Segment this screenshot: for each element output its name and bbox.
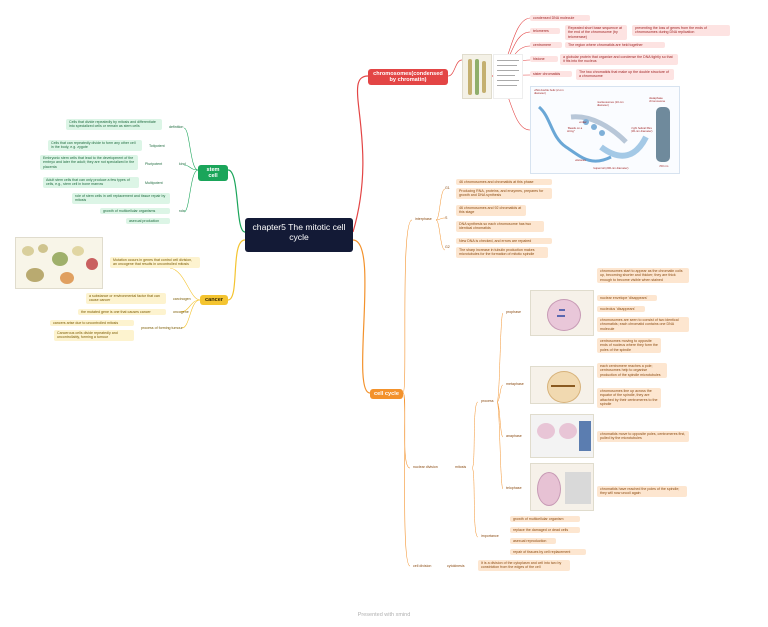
dna-label: DNA double helix (2-nm diameter)	[534, 89, 564, 96]
oncogene-text[interactable]: the mutated gene is one that causes canc…	[78, 309, 166, 316]
nucleosome-label: Nucleosomes (10-nm diameter)	[597, 101, 624, 108]
fibre-label: Tight helical fibre (30-nm diameter)	[631, 127, 653, 134]
metaphase-label[interactable]: metaphase	[506, 382, 524, 386]
multipotent-label[interactable]: Multipotent	[145, 181, 163, 185]
tumour-process-label[interactable]: process of forming tumour	[141, 326, 183, 330]
s-item[interactable]: DNA synthesis so each chromosome has two…	[456, 221, 544, 232]
telomeres-label[interactable]: telomeres	[530, 28, 560, 35]
role-item[interactable]: role of stem cells in cell replacement a…	[72, 193, 170, 204]
telomeres-function[interactable]: preventing the loss of genes from the en…	[632, 25, 730, 36]
role-item[interactable]: growth of multicellular organisms	[100, 208, 170, 215]
cytokinesis-label[interactable]: cytokinesis	[447, 564, 465, 568]
prophase-label[interactable]: prophase	[506, 310, 521, 314]
definition-label[interactable]: definition	[169, 125, 184, 129]
prophase-item[interactable]: nuclear envelope 'disappears'	[597, 295, 657, 302]
stem-cell-topic[interactable]: stem cell	[198, 165, 228, 181]
tumour-process-item[interactable]: cancers arise due to uncontrolled mitosi…	[50, 320, 134, 327]
definition-text[interactable]: Cells that divide repeatedly by mitosis …	[66, 119, 162, 130]
anaphase-label[interactable]: anaphase	[506, 434, 522, 438]
footer-credit: Presented with xmind	[357, 612, 411, 618]
centromere-label[interactable]: centromere	[530, 42, 562, 49]
importance-item[interactable]: repair of tissues by cell replacement	[510, 549, 586, 556]
oncogene-label[interactable]: oncogene	[173, 310, 189, 314]
telophase-image	[530, 463, 594, 511]
linker-label: Linker	[579, 121, 587, 124]
g1-item[interactable]: Producing RNA, proteins, and enzymes, pr…	[456, 188, 552, 199]
chromosomes-topic[interactable]: chromosomes(condensed by chromatin)	[368, 69, 448, 85]
telophase-label[interactable]: telophase	[506, 486, 522, 490]
centromere-description[interactable]: The region where chromatids are held tog…	[565, 42, 665, 49]
g2-item[interactable]: The sharp increase in tubulin production…	[456, 247, 548, 258]
carcinogen-text[interactable]: a substance or environmental factor that…	[86, 293, 166, 304]
histone-label[interactable]: histone	[530, 56, 558, 63]
role-item[interactable]: asexual production	[126, 218, 170, 225]
mutation-text[interactable]: Mutation occurs in genes that control ce…	[110, 257, 200, 268]
g1-label[interactable]: G1	[445, 186, 450, 190]
supercoil-label: Supercoil (200-nm diameter)	[593, 167, 629, 170]
prophase-item[interactable]: centrosomes moving to opposite ends of n…	[597, 338, 661, 354]
tumour-process-item[interactable]: Cancerous cells divide repeatedly and un…	[54, 330, 134, 341]
nuclear-division-label[interactable]: nuclear division	[413, 465, 438, 469]
interphase-label[interactable]: interphase	[415, 217, 432, 221]
metaphase-item[interactable]: chromosomes line up across the equator o…	[597, 388, 661, 408]
g2-label[interactable]: G2	[445, 245, 450, 249]
totipotent-label[interactable]: Totipotent	[149, 144, 165, 148]
anaphase-image	[530, 414, 594, 458]
metaphase-item[interactable]: each centromere reaches a pole; centroso…	[597, 363, 667, 379]
cytokinesis-text[interactable]: It is a division of the cytoplasm and ce…	[478, 560, 570, 571]
s-item[interactable]: 46 chromosomes and 92 chromatids at this…	[456, 205, 526, 216]
role-label[interactable]: role	[179, 209, 185, 213]
central-topic[interactable]: chapter5 The mitotic cell cycle	[245, 218, 353, 252]
pluripotent-label[interactable]: Pluripotent	[145, 162, 163, 166]
mitosis-label[interactable]: mitosis	[455, 465, 467, 469]
importance-label[interactable]: importance	[481, 534, 499, 538]
totipotent-text[interactable]: Cells that can repeatedly divide to form…	[48, 140, 142, 151]
importance-item[interactable]: asexual reproduction	[510, 538, 556, 545]
telophase-item[interactable]: chromatids have reached the poles of the…	[597, 486, 687, 497]
chromosome-item[interactable]: condensed DNA molecule	[530, 15, 590, 22]
tumour-image	[15, 237, 103, 289]
cell-division-label[interactable]: cell division	[413, 564, 432, 568]
prophase-item[interactable]: nucleolus 'disappears'	[597, 306, 645, 313]
prophase-item[interactable]: chromosomes are seen to consist of two i…	[597, 317, 689, 333]
telomeres-description[interactable]: Repeated short base sequence at the end …	[565, 25, 627, 41]
sister-chromatids-label[interactable]: sister chromatids	[530, 71, 572, 78]
dna-packaging-diagram: DNA double helix (2-nm diameter) Nucleos…	[530, 86, 680, 174]
carcinogen-label[interactable]: carcinogen	[173, 297, 191, 301]
metaphase-chromosome-label: Metaphase chromosome	[649, 97, 666, 104]
g2-item[interactable]: New DNA is checked, and errors are repai…	[456, 238, 552, 245]
scale-label: 700 nm	[659, 165, 669, 168]
metaphase-image	[530, 366, 594, 404]
prophase-image	[530, 290, 594, 336]
beads-label: "Beads on a string"	[567, 127, 583, 134]
chromosome-image	[462, 54, 492, 99]
s-label[interactable]: S	[445, 216, 448, 220]
importance-item[interactable]: replace the damaged or dead cells	[510, 527, 580, 534]
pluripotent-text[interactable]: Embryonic stem cells that lead to the de…	[40, 155, 138, 171]
importance-item[interactable]: growth of multicellular organism	[510, 516, 580, 523]
chromosome-legend-image	[493, 54, 523, 99]
histone-description[interactable]: a globular protein that organize and con…	[560, 54, 678, 65]
sister-chromatids-description[interactable]: The two chromatids that make up the doub…	[576, 69, 674, 80]
cancer-topic[interactable]: cancer	[200, 295, 228, 305]
anaphase-item[interactable]: chromatids move to opposite poles, centr…	[597, 431, 689, 442]
process-label[interactable]: process	[481, 399, 494, 403]
prophase-item[interactable]: chromosomes start to appear as the chrom…	[597, 268, 689, 284]
g1-item[interactable]: 46 chromosomes and chromatids at this ph…	[456, 179, 552, 186]
cell-cycle-topic[interactable]: cell cycle	[370, 389, 403, 399]
multipotent-text[interactable]: Adult stem cells that can only produce a…	[43, 177, 139, 188]
kind-label[interactable]: kind	[179, 162, 186, 166]
histones-label: Histones	[575, 159, 586, 162]
